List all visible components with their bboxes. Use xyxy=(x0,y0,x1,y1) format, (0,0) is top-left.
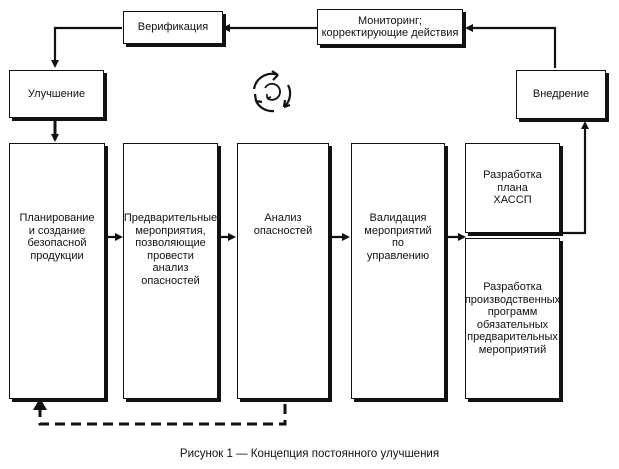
arrow-verification-to-improvement xyxy=(51,26,122,68)
operational-prp-label: Разработка производственных программ обя… xyxy=(464,281,561,356)
monitoring-box: Мониторинг; корректирующие действия xyxy=(317,9,463,45)
monitoring-label: Мониторинг; корректирующие действия xyxy=(321,14,459,40)
validation-label: Валидация мероприятий по управлению xyxy=(364,212,432,262)
figure-caption: Рисунок 1 — Концепция постоянного улучше… xyxy=(179,448,440,460)
implementation-box: Внедрение xyxy=(516,70,606,119)
implementation-label: Внедрение xyxy=(532,88,590,101)
dashed-feedback-arrow xyxy=(38,388,287,426)
improvement-label: Улучшение xyxy=(27,87,86,100)
operational-prp-box: Разработка производственных программ обя… xyxy=(465,238,560,399)
hazard-analysis-label: Анализ опасностей xyxy=(253,212,313,237)
haccp-plan-box: Разработка плана ХАССП xyxy=(465,143,560,233)
verification-label: Верификация xyxy=(137,21,209,34)
planning-label: Планирование и создание безопасной проду… xyxy=(19,212,95,262)
verification-box: Верификация xyxy=(123,11,223,44)
arrow-plan-to-implementation xyxy=(562,121,589,235)
hazard-analysis-box: Анализ опасностей xyxy=(237,143,329,399)
cycle-arrows-icon xyxy=(252,70,292,113)
haccp-plan-label: Разработка плана ХАССП xyxy=(483,169,542,207)
dashed-feedback-arrowhead xyxy=(33,398,47,410)
validation-box: Валидация мероприятий по управлению xyxy=(351,143,445,399)
prerequisite-box: Предварительные мероприятия, позволяющие… xyxy=(123,143,218,399)
planning-box: Планирование и создание безопасной проду… xyxy=(9,143,105,399)
prerequisite-label: Предварительные мероприятия, позволяющие… xyxy=(123,212,218,287)
improvement-box: Улучшение xyxy=(9,70,104,118)
arrow-implementation-to-monitoring xyxy=(465,24,557,68)
